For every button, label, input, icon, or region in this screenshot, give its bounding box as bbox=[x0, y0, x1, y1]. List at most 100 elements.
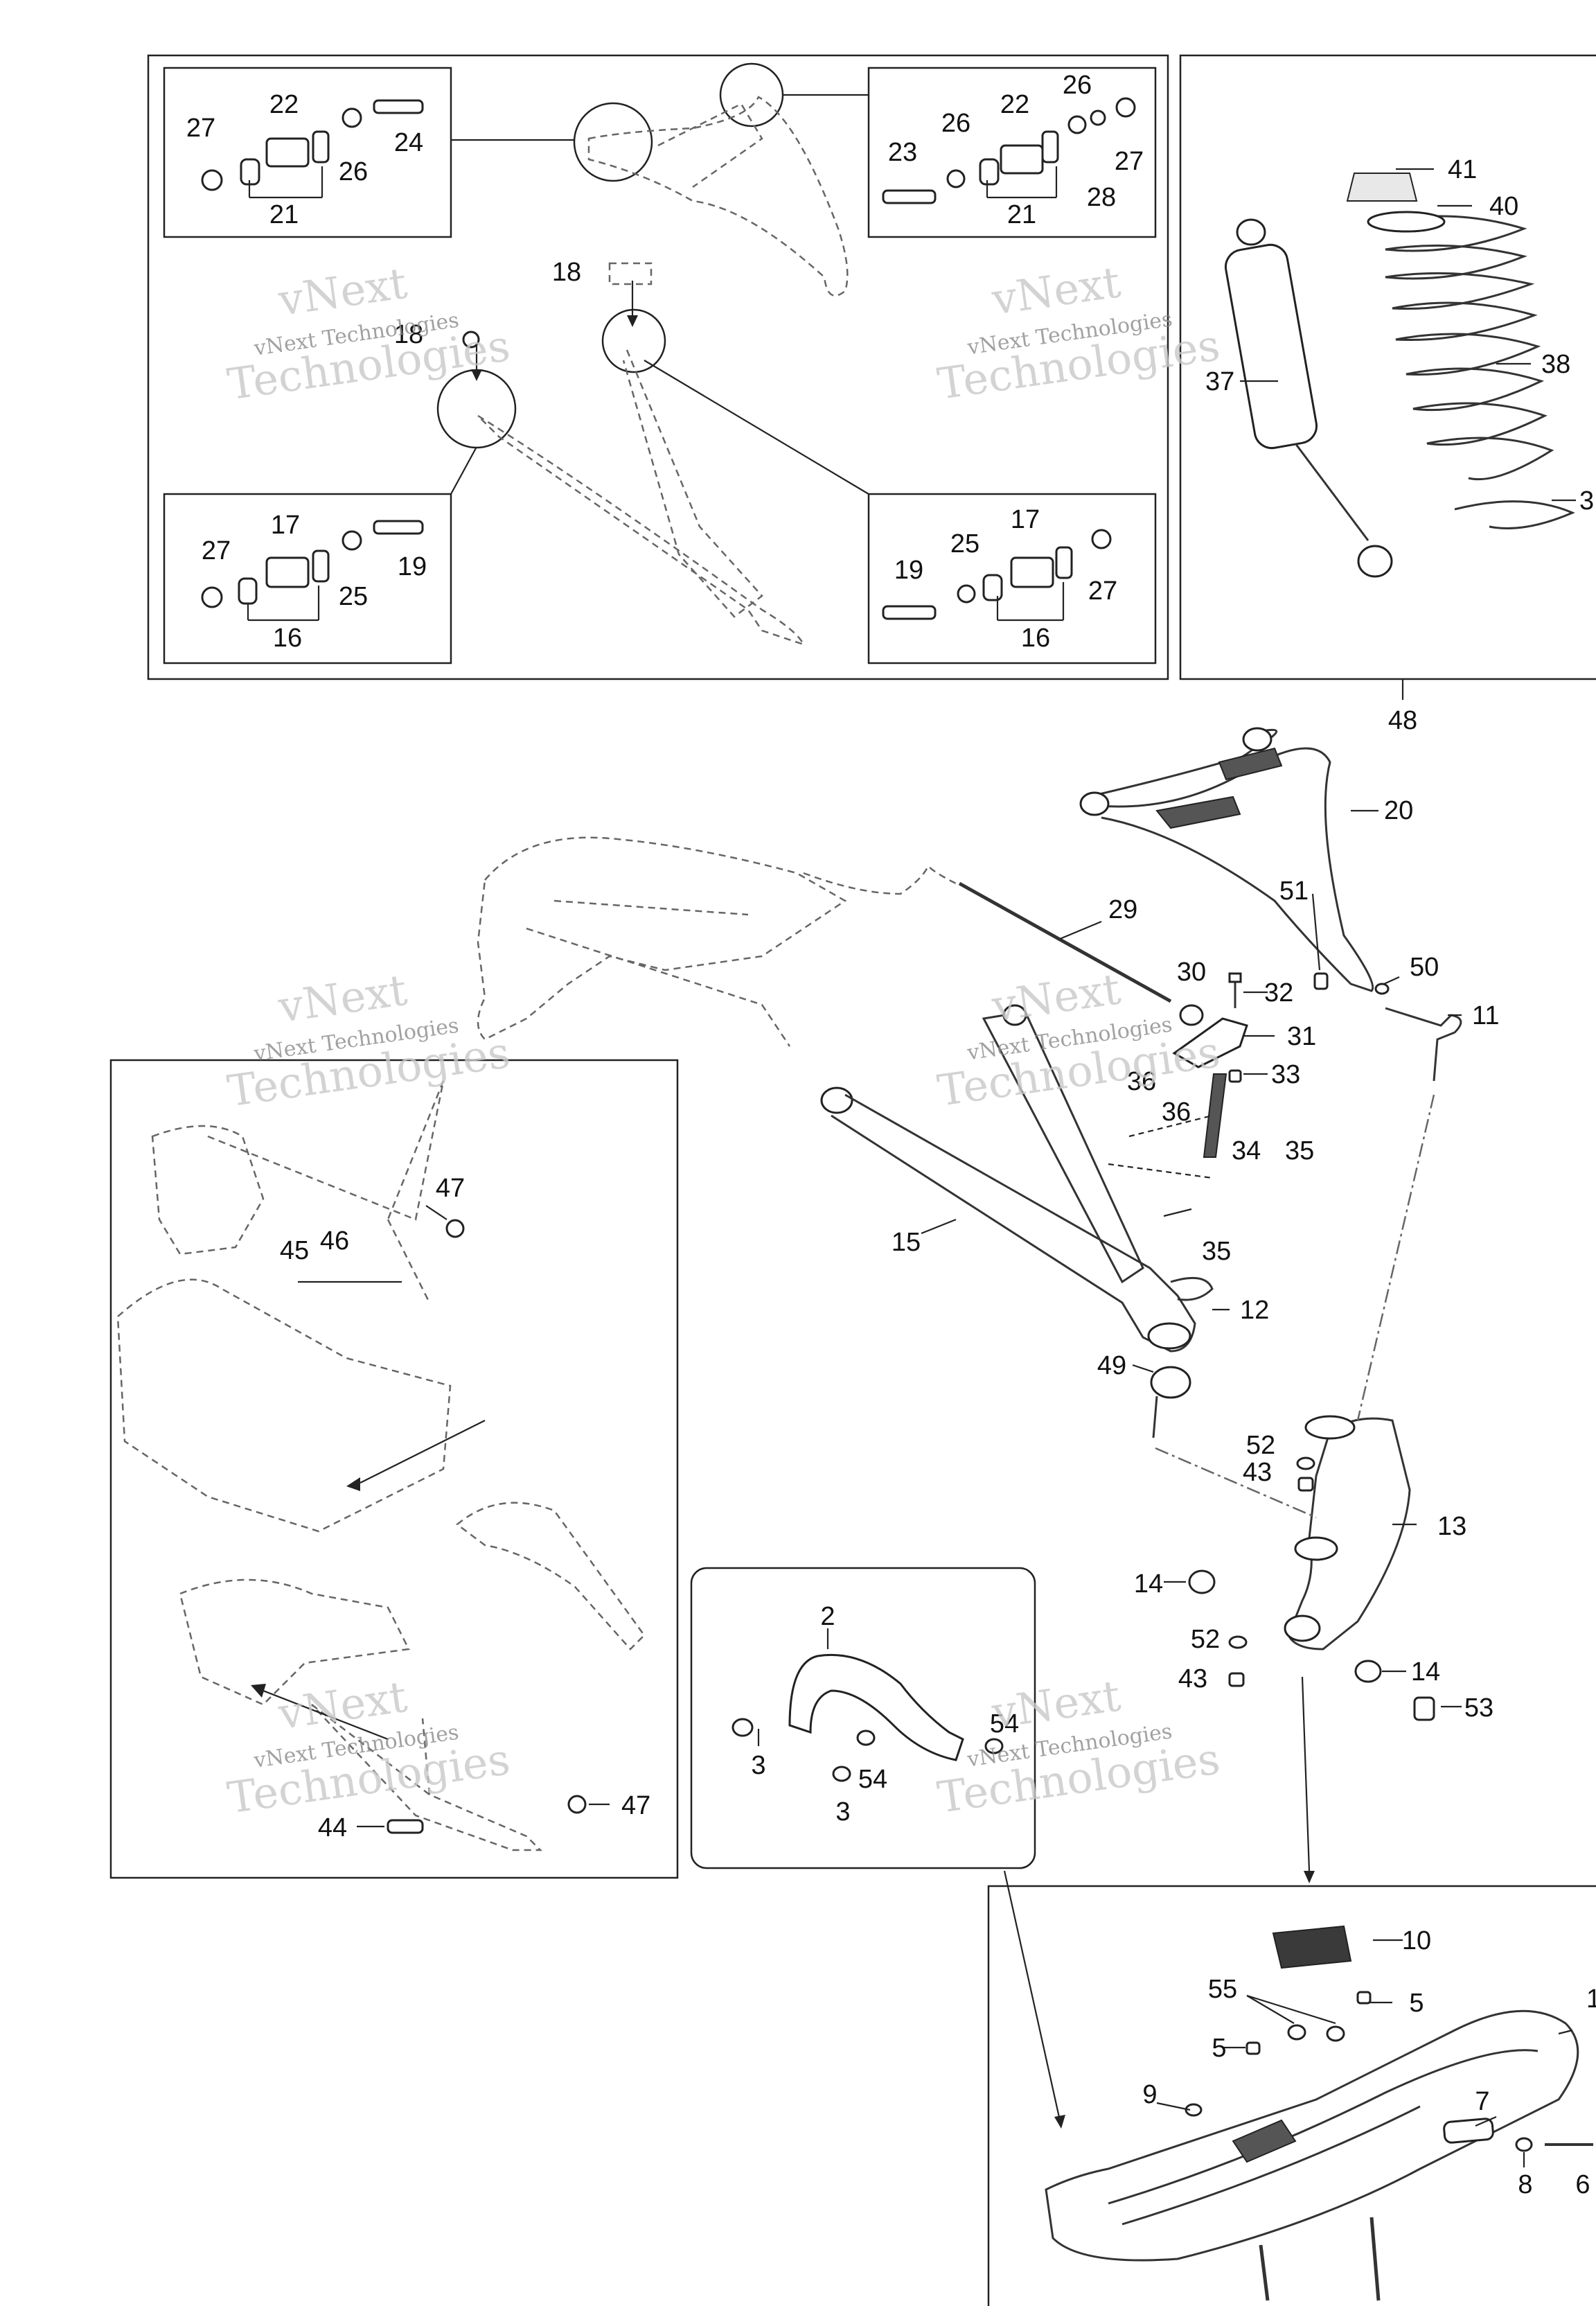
callout-49: 49 bbox=[1097, 1351, 1126, 1380]
callout-3: 3 bbox=[835, 1797, 850, 1827]
callout-16: 16 bbox=[273, 624, 302, 653]
callout-5: 5 bbox=[1212, 2034, 1226, 2063]
chassis-frame bbox=[109, 1059, 679, 1879]
watermark-3: vNext vNext Technologies Technologies bbox=[224, 965, 513, 1117]
callout-54: 54 bbox=[990, 1709, 1019, 1739]
spring-seat-39 bbox=[1454, 500, 1575, 529]
nuts-5-55 bbox=[1185, 1991, 1372, 2117]
callout-36: 36 bbox=[1127, 1067, 1156, 1096]
nut-51 bbox=[1313, 972, 1329, 990]
callout-30: 30 bbox=[1177, 958, 1206, 987]
callout-44: 44 bbox=[318, 1813, 347, 1842]
callout-35: 35 bbox=[1285, 1136, 1314, 1165]
callout-41: 41 bbox=[1448, 155, 1477, 184]
callout-39: 3 bbox=[1579, 486, 1594, 516]
callout-27: 27 bbox=[1088, 576, 1117, 606]
lower-a-arm-15 bbox=[820, 1004, 1196, 1353]
nut-33 bbox=[1228, 1069, 1242, 1083]
callout-43: 43 bbox=[1243, 1458, 1272, 1487]
handle-frame bbox=[690, 1567, 1036, 1869]
callout-5: 5 bbox=[1409, 1989, 1424, 2018]
shock-frame bbox=[1179, 54, 1596, 680]
bushing-parts-23 bbox=[882, 97, 1136, 204]
ball-joint-49 bbox=[1150, 1366, 1191, 1438]
callout-23: 23 bbox=[888, 138, 917, 167]
callout-27: 27 bbox=[202, 536, 231, 565]
watermark-group: vNext vNext Technologies Technologies vN… bbox=[224, 256, 1223, 1824]
callout-55: 55 bbox=[1208, 1975, 1237, 2004]
upper-left-frame bbox=[147, 54, 1169, 680]
callout-14: 14 bbox=[1134, 1569, 1163, 1599]
callout-26: 26 bbox=[1063, 71, 1092, 100]
chassis-sketch bbox=[116, 836, 847, 1851]
upper-a-arm-outline bbox=[451, 62, 869, 297]
callout-6: 6 bbox=[1575, 2170, 1590, 2199]
callout-19: 19 bbox=[398, 552, 427, 581]
callout-15: 15 bbox=[892, 1228, 921, 1257]
svg-text:vNext: vNext bbox=[988, 256, 1124, 324]
spring-38 bbox=[1385, 215, 1554, 481]
callout-40: 40 bbox=[1489, 192, 1518, 221]
callout-28: 28 bbox=[1087, 183, 1116, 212]
callout-43: 43 bbox=[1178, 1664, 1207, 1693]
callout-20: 20 bbox=[1384, 796, 1413, 825]
callout-52: 52 bbox=[1191, 1625, 1220, 1654]
callout-18-partial: 18 bbox=[394, 320, 423, 349]
watermark-2: vNext vNext Technologies Technologies bbox=[934, 256, 1223, 409]
callout-37: 37 bbox=[1205, 367, 1234, 396]
sway-bar-29 bbox=[803, 864, 1172, 1003]
callout-25: 25 bbox=[950, 529, 979, 558]
callout-27: 27 bbox=[186, 114, 215, 143]
callout-17: 17 bbox=[271, 511, 300, 540]
callout-25: 25 bbox=[339, 582, 368, 611]
ball-joint-11 bbox=[1385, 1007, 1462, 1082]
detail-box-lower-arm-right bbox=[867, 493, 1157, 664]
callout-53: 53 bbox=[1464, 1693, 1493, 1723]
callout-16: 16 bbox=[1021, 624, 1050, 653]
callout-47: 47 bbox=[436, 1174, 465, 1203]
callout-21: 21 bbox=[1007, 200, 1036, 229]
callout-22: 22 bbox=[269, 90, 299, 119]
detail-box-upper-arm-right bbox=[867, 67, 1157, 238]
watermark-5: vNext vNext Technologies Technologies bbox=[224, 1671, 513, 1824]
link-34 bbox=[1203, 1073, 1227, 1158]
callout-22: 22 bbox=[1000, 90, 1029, 119]
ski-assembly bbox=[1045, 2009, 1593, 2301]
upper-a-arm-20 bbox=[1079, 727, 1374, 992]
handle-2 bbox=[732, 1628, 1004, 1782]
callout-34: 34 bbox=[1232, 1136, 1261, 1165]
callout-12: 12 bbox=[1240, 1296, 1269, 1325]
bushing-parts-22 bbox=[201, 99, 424, 199]
bushing-14 bbox=[1188, 1569, 1382, 1683]
lower-a-arm-outline bbox=[436, 262, 869, 646]
spring-retainer-40 bbox=[1367, 211, 1446, 233]
circlip-12 bbox=[1170, 1276, 1214, 1301]
callout-1: 1 bbox=[1586, 1984, 1596, 2014]
callout-48: 48 bbox=[1388, 706, 1417, 735]
callout-35: 35 bbox=[1202, 1237, 1231, 1266]
callout-3: 3 bbox=[751, 1751, 765, 1780]
sleeve-53 bbox=[1413, 1696, 1435, 1721]
callout-17: 17 bbox=[1011, 505, 1040, 534]
callout-27: 27 bbox=[1115, 147, 1144, 176]
detail-box-lower-arm-left bbox=[163, 493, 452, 664]
spindle-13 bbox=[1284, 1415, 1411, 1651]
callout-7: 7 bbox=[1475, 2087, 1489, 2116]
callout-32: 32 bbox=[1264, 978, 1293, 1007]
watermark-1: vNext vNext Technologies Technologies bbox=[224, 258, 513, 410]
callout-33: 33 bbox=[1271, 1060, 1300, 1089]
callout-26: 26 bbox=[941, 109, 970, 138]
ski-frame bbox=[987, 1885, 1596, 2306]
bushing-30 bbox=[1179, 1004, 1204, 1026]
callout-labels: 27 22 24 26 21 23 26 22 26 27 28 21 18 1… bbox=[186, 71, 1596, 2199]
callout-52: 52 bbox=[1246, 1431, 1275, 1460]
callout-50: 50 bbox=[1410, 953, 1439, 982]
callout-46: 46 bbox=[320, 1226, 349, 1256]
callout-19: 19 bbox=[894, 556, 923, 585]
detail-box-upper-arm-left bbox=[163, 67, 452, 238]
callout-45: 45 bbox=[280, 1236, 309, 1265]
callout-24: 24 bbox=[394, 128, 423, 157]
callout-31: 31 bbox=[1287, 1022, 1316, 1051]
bushing-parts-17-right bbox=[882, 529, 1112, 622]
